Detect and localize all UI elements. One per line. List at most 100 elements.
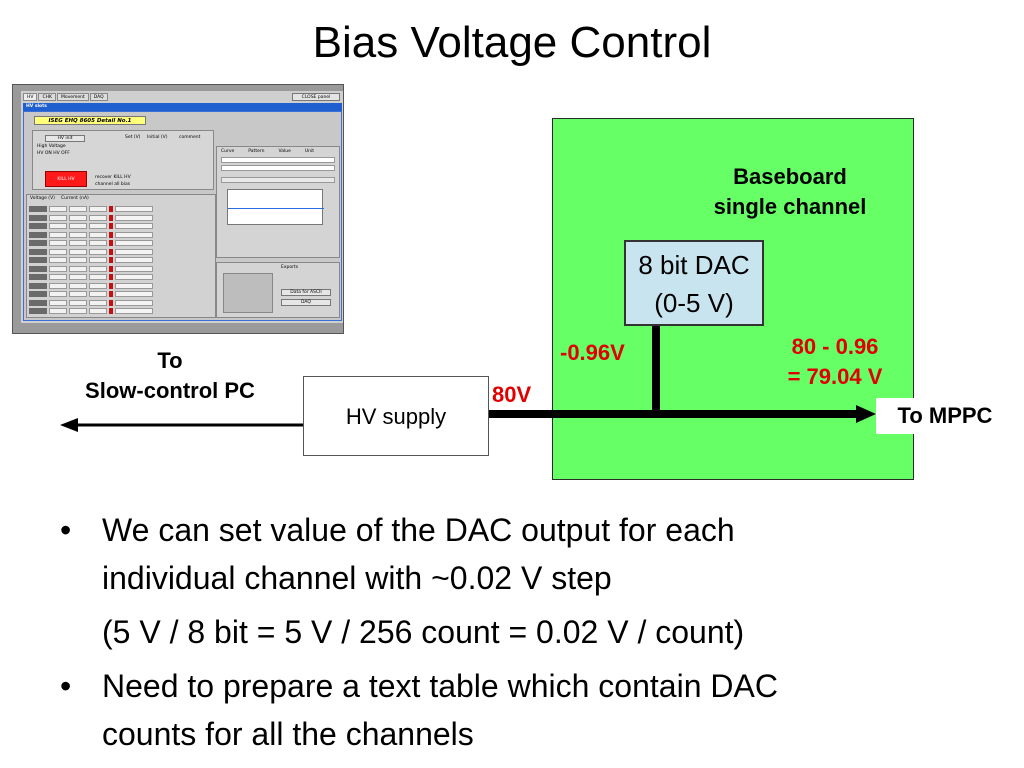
table-cell [89,274,107,280]
hv-control-screenshot: HV CHK Movement DAQ CLOSE panel HV slots… [12,84,344,334]
hv-window: HV CHK Movement DAQ CLOSE panel HV slots… [21,91,343,323]
bullet-2-line1: Need to prepare a text table which conta… [102,668,778,704]
table-cell [109,223,113,229]
table-row [29,222,213,230]
table-cell [89,299,107,306]
bullet-1: • We can set value of the DAC output for… [60,506,1010,602]
table-row [29,307,213,315]
export-box: Exports Data for ASCII DAQ [216,262,340,318]
table-cell [115,291,153,297]
table-cell [89,240,107,246]
bullet-1-line2: individual channel with ~0.02 V step [102,560,612,596]
table-cell [69,248,87,255]
table-row [29,248,213,256]
table-cell [109,206,113,212]
table-cell [115,240,153,246]
slide-title: Bias Voltage Control [312,18,712,67]
table-cell [29,299,47,306]
table-cell [69,206,87,212]
bullet-marker: • [60,512,72,548]
table-cell [109,299,113,306]
table-cell [49,231,67,238]
table-cell [89,257,107,263]
trend-plot [227,189,324,225]
to-mppc-label: To MPPC [876,398,1014,434]
arrow-head-mppc [856,405,876,423]
table-cell [29,282,47,289]
table-cell [109,274,113,280]
table-row [29,256,213,264]
table-cell [89,282,107,289]
table-cell [29,231,47,238]
table-cell [49,274,67,280]
table-cell [49,265,67,272]
table-header-comment: comment [179,135,201,140]
table-cell [109,240,113,246]
table-cell [29,214,47,221]
hv-supply-box: HV supply [303,376,489,456]
table-cell [115,248,153,255]
table-cell [69,231,87,238]
table-cell [69,240,87,246]
table-cell [49,206,67,212]
table-cell [115,223,153,229]
table-row [29,299,213,307]
table-cell [49,223,67,229]
dac-output-label: -0.96V [560,340,625,365]
baseboard-label-line2: single channel [713,194,867,219]
table-cell [115,308,153,314]
table-cell [109,214,113,221]
arrow-head-pc [60,418,78,432]
table-row [29,273,213,281]
table-cell [109,291,113,297]
hv-body: ISEG EHQ 8605 Detail No.1 HV init High V… [23,111,342,321]
table-cell [109,282,113,289]
channel-table: Voltage (V) Current (nA) [26,194,216,318]
hv-tab-bar: HV CHK Movement DAQ [23,93,108,101]
table-cell [109,248,113,255]
table-header-current: Current (nA) [61,196,89,201]
hv-tab-movement: Movement [56,93,89,101]
graph-header-pattern: Pattern [248,149,265,154]
table-cell [49,257,67,263]
close-panel-button: CLOSE panel [292,93,340,101]
hv-voltage-label: 80V [492,382,532,407]
table-cell [49,240,67,246]
table-cell [29,274,47,280]
hv-tab-daq: DAQ [89,93,108,101]
table-header-initial: Initial (V) [147,135,168,140]
table-cell [49,308,67,314]
table-cell [29,248,47,255]
table-cell [115,299,153,306]
table-row [29,231,213,239]
table-cell [69,214,87,221]
channel-all-label: channel all bias [95,182,131,187]
graph-header-value: Value [278,149,291,154]
data-ascii-button: Data for ASCII [281,289,331,296]
table-cell [49,299,67,306]
table-row [29,290,213,298]
table-cell [89,214,107,221]
to-pc-line2: Slow-control PC [85,378,255,403]
table-cell [49,282,67,289]
hv-tab-hv: HV [23,93,38,101]
bullet-1-line1: We can set value of the DAC output for e… [102,512,735,548]
table-cell [29,206,47,212]
table-cell [69,257,87,263]
to-pc-line1: To [157,348,183,373]
dac-label-line2: (0-5 V) [654,288,734,318]
graph-row-2 [221,165,335,171]
bullet-marker: • [60,668,72,704]
bullet-2-line2: counts for all the channels [102,716,474,752]
table-row [29,205,213,213]
result-line2: = 79.04 V [787,364,883,389]
table-row [29,239,213,247]
table-cell [29,257,47,263]
trend-line [228,208,324,209]
table-cell [69,274,87,280]
table-cell [69,308,87,314]
recover-kill-label: recover KILL HV [95,175,131,180]
table-cell [69,291,87,297]
table-cell [69,299,87,306]
graph-row-1 [221,157,335,163]
